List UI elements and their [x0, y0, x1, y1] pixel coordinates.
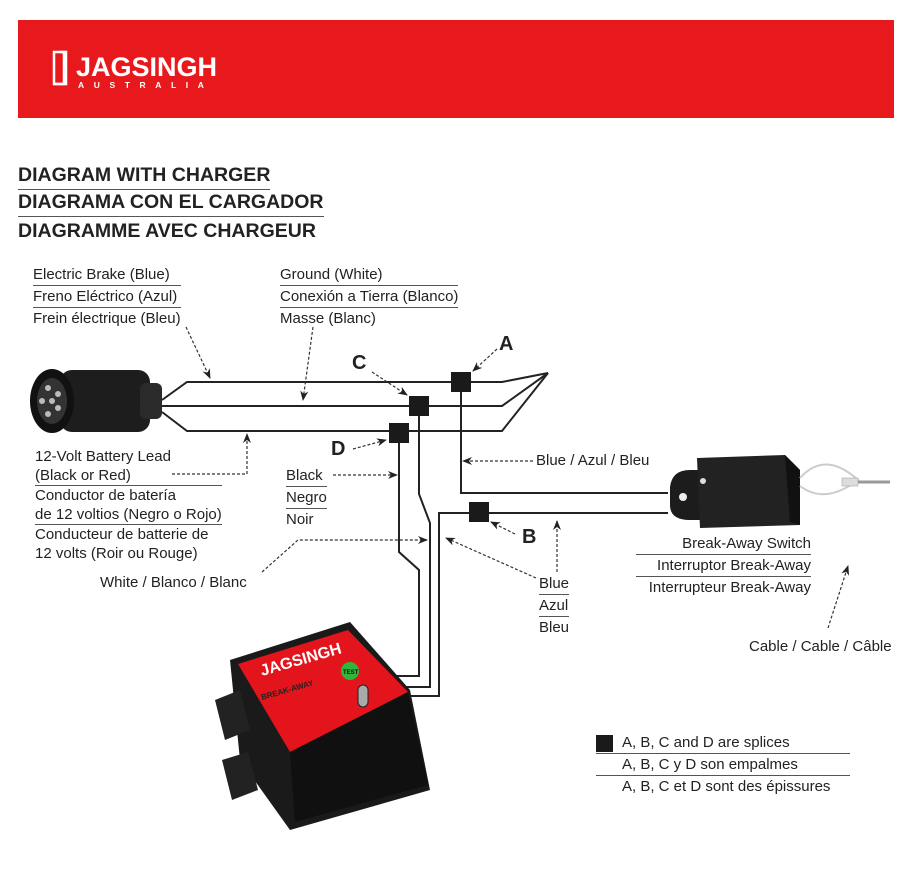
logo-subtext: AUSTRALIA [78, 80, 214, 90]
white-wire [395, 406, 431, 688]
splice-b [469, 502, 489, 522]
logo-graphic: JAGSINGH AUSTRALIA [52, 50, 217, 90]
splice-c-label: C [352, 352, 367, 374]
charger-face [238, 630, 408, 752]
black-wire [395, 433, 420, 677]
electric-brake-wire [161, 372, 549, 401]
blue-wire [395, 512, 668, 697]
test-button-label: TEST [343, 670, 359, 676]
electric-brake-label: Electric Brake (Blue)Freno Eléctrico (Az… [33, 266, 181, 327]
splice-a [451, 372, 471, 392]
title-en: DIAGRAM WITH CHARGER [18, 164, 271, 190]
break-away-switch [670, 455, 890, 528]
splice-c [409, 396, 429, 416]
harness-wires [161, 372, 668, 697]
title-fr: DIAGRAMME AVEC CHARGEUR [18, 220, 316, 242]
white-wire-label: White / Blanco / Blanc [100, 574, 247, 591]
test-button[interactable] [341, 662, 359, 680]
title-es: DIAGRAMA CON EL CARGADOR [18, 191, 324, 217]
splice-a-label: A [499, 333, 514, 355]
trailer-plug [30, 369, 162, 433]
battery-lead-label: 12-Volt Battery Lead(Black or Red) Condu… [35, 448, 222, 562]
ground-wire [162, 372, 549, 407]
charger-led [357, 684, 369, 708]
splice-a-to-switch-wire [460, 382, 668, 494]
legend-splice-icon [596, 735, 613, 752]
splice-d [389, 423, 409, 443]
break-away-charger: JAGSINGH BREAK-AWAY TEST [215, 622, 430, 830]
blue-inline-label: Blue / Azul / Bleu [536, 452, 650, 469]
legend: A, B, C and D are splices A, B, C y D so… [596, 732, 850, 797]
logo-text: JAGSINGH [76, 52, 217, 82]
jagsingh-logo: JAGSINGH AUSTRALIA [34, 26, 274, 101]
ground-label: Ground (White)Conexión a Tierra (Blanco)… [280, 266, 459, 327]
callout-arrows [172, 326, 850, 629]
splice-b-label: B [522, 526, 537, 548]
cable-label: Cable / Cable / Câble [749, 638, 892, 655]
brand-header [18, 20, 894, 118]
splice-d-label: D [331, 438, 346, 460]
battery-lead-wire [161, 372, 549, 432]
